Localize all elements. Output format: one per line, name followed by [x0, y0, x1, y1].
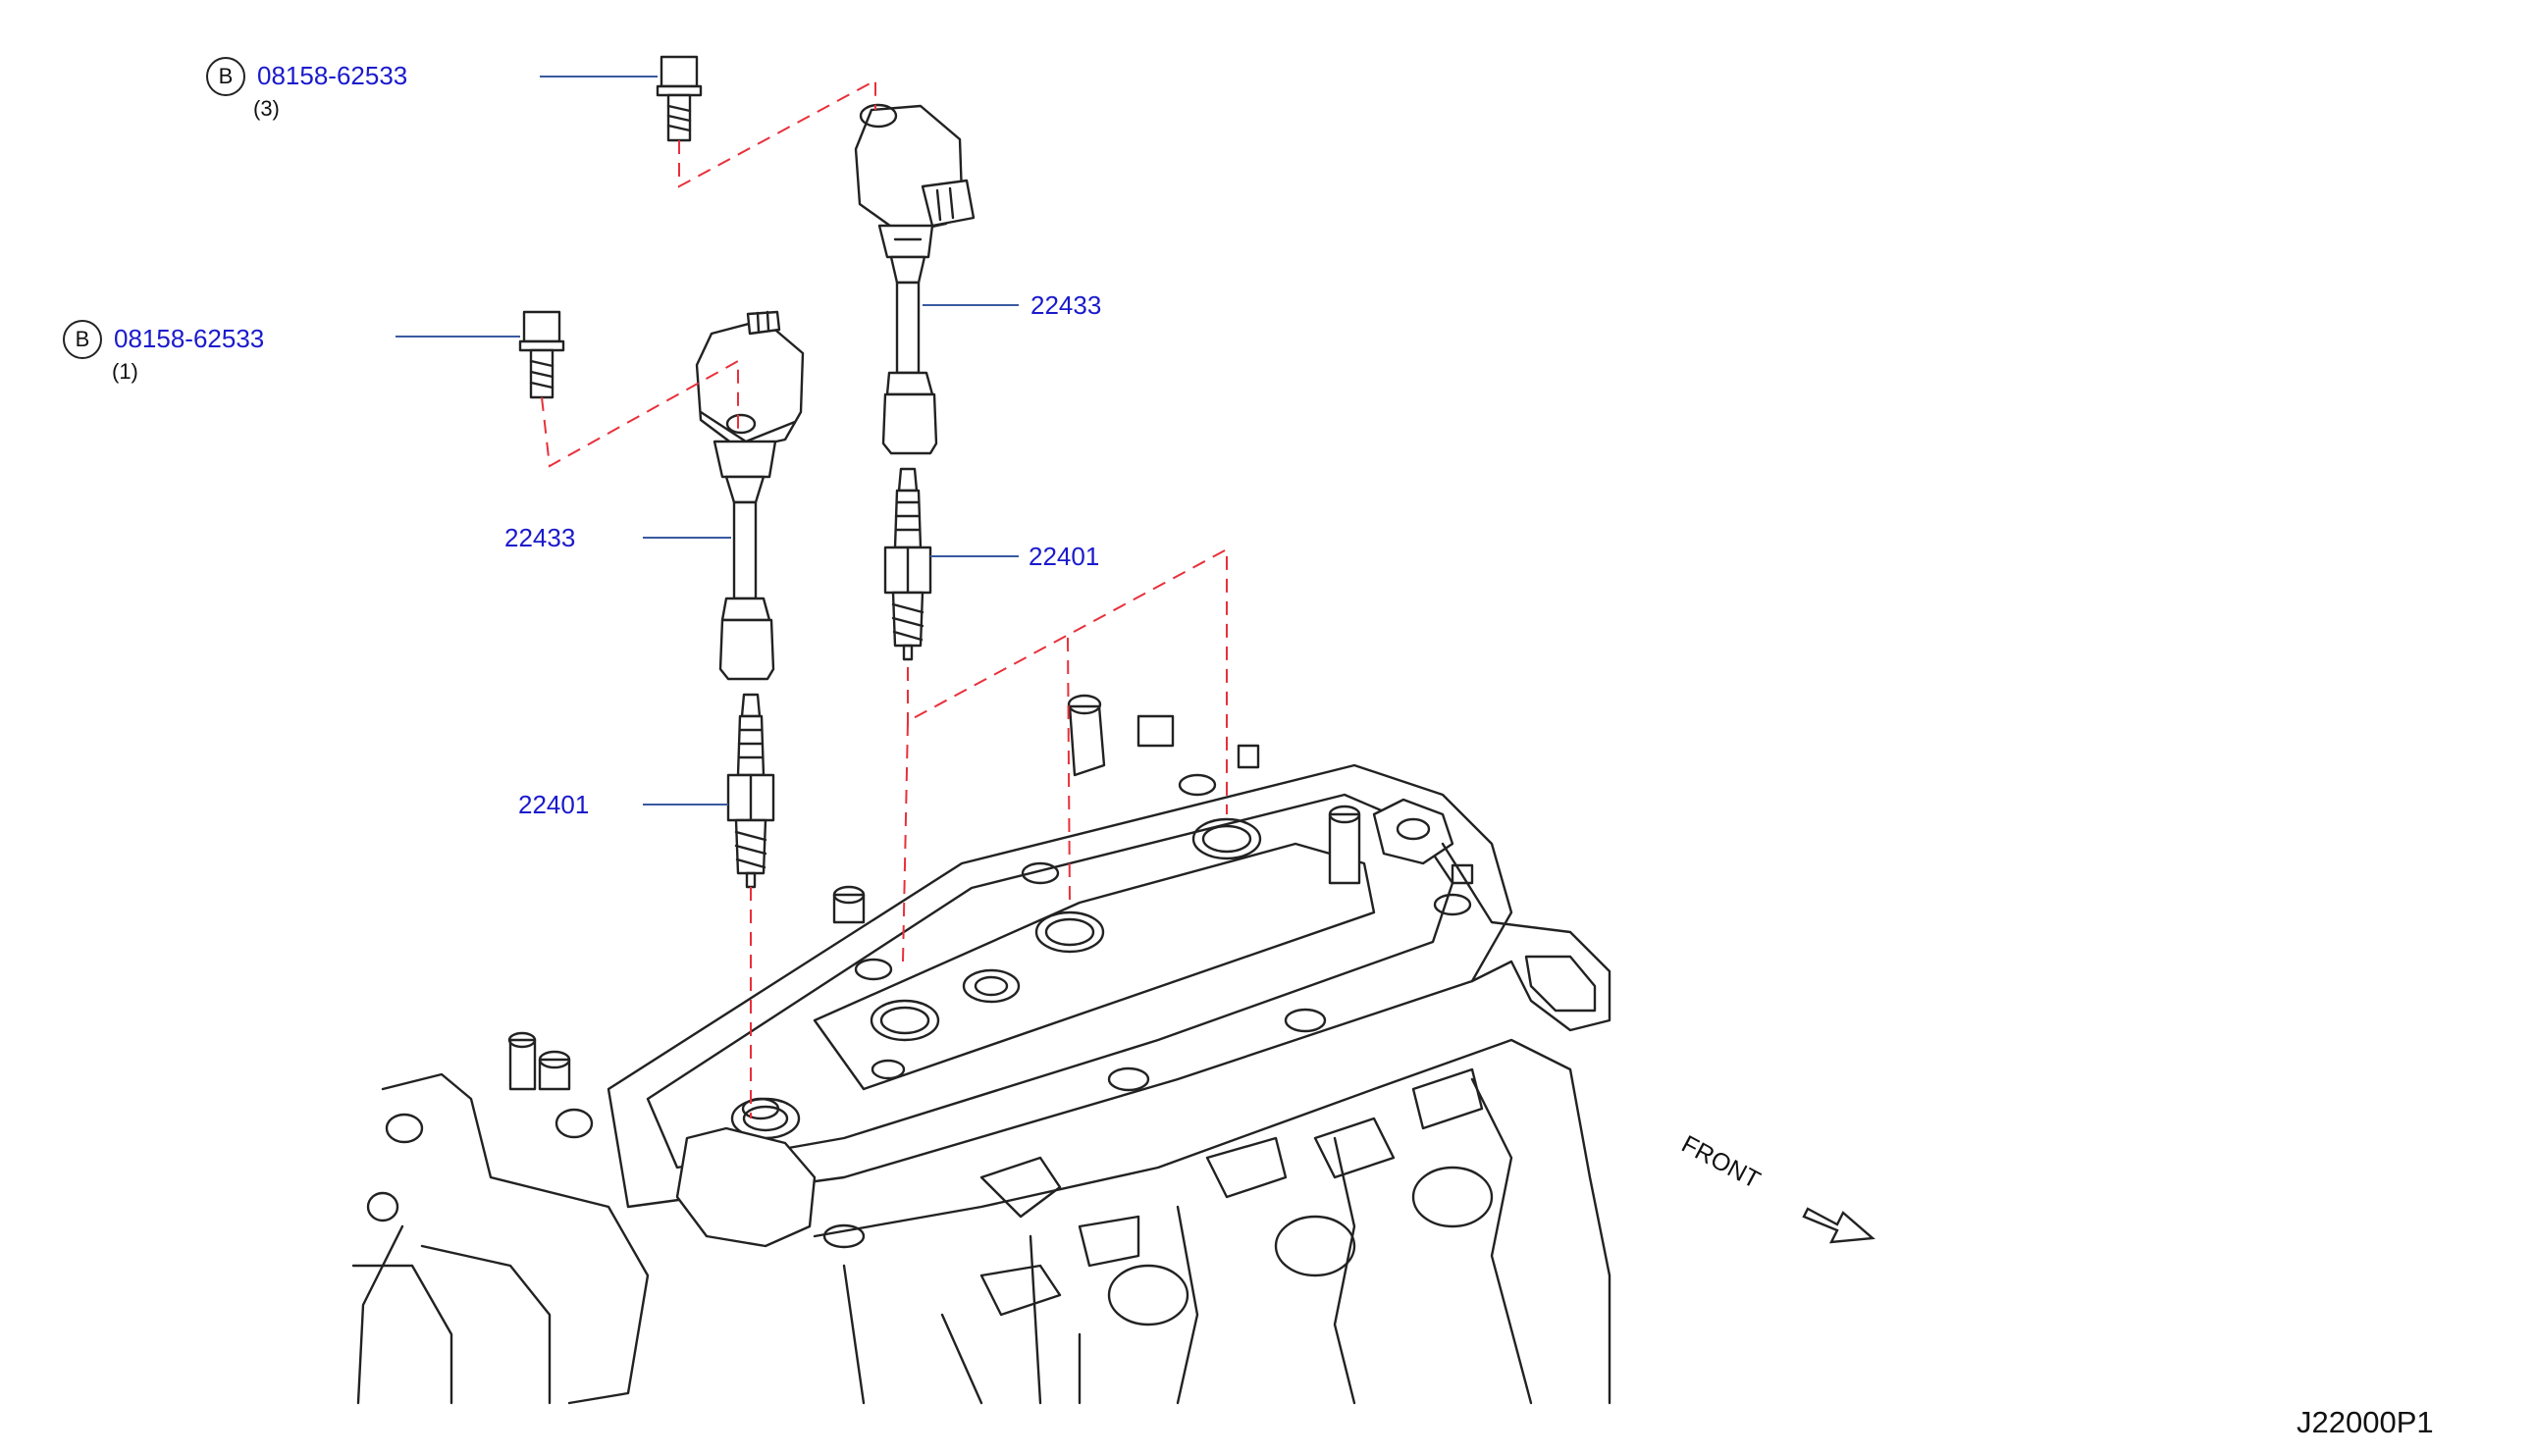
callout-part-number-plug-lower[interactable]: 22401 [518, 790, 590, 819]
callout-quantity-bolt-lower: (1) [112, 359, 138, 384]
callout-part-number-coil-upper[interactable]: 22433 [1030, 290, 1102, 320]
spark-plug-22401-lower[interactable] [726, 693, 775, 889]
callout-badge: B [206, 57, 245, 96]
bolt-08158-62533-upper[interactable] [656, 55, 703, 142]
ignition-coil-22433-upper[interactable] [854, 103, 976, 455]
spark-plug-22401-upper[interactable] [883, 467, 932, 661]
callout-part-number-plug-upper[interactable]: 22401 [1029, 542, 1100, 571]
callout-part-number-bolt-lower[interactable]: 08158-62533 [114, 324, 265, 353]
callout-quantity-bolt-upper: (3) [253, 96, 280, 121]
callout-part-number-bolt-upper[interactable]: 08158-62533 [257, 61, 408, 90]
ignition-coil-22433-lower[interactable] [695, 310, 805, 681]
bolt-08158-62533-lower[interactable] [518, 310, 565, 399]
diagram-id: J22000P1 [2297, 1405, 2434, 1439]
engine-cylinder-head [351, 694, 1611, 1405]
callout-part-number-coil-lower[interactable]: 22433 [504, 523, 576, 552]
callout-badge: B [63, 320, 102, 359]
front-arrow-icon [1802, 1207, 1875, 1244]
leader-lines [396, 76, 1019, 806]
dashed-leaders [541, 78, 1228, 1118]
